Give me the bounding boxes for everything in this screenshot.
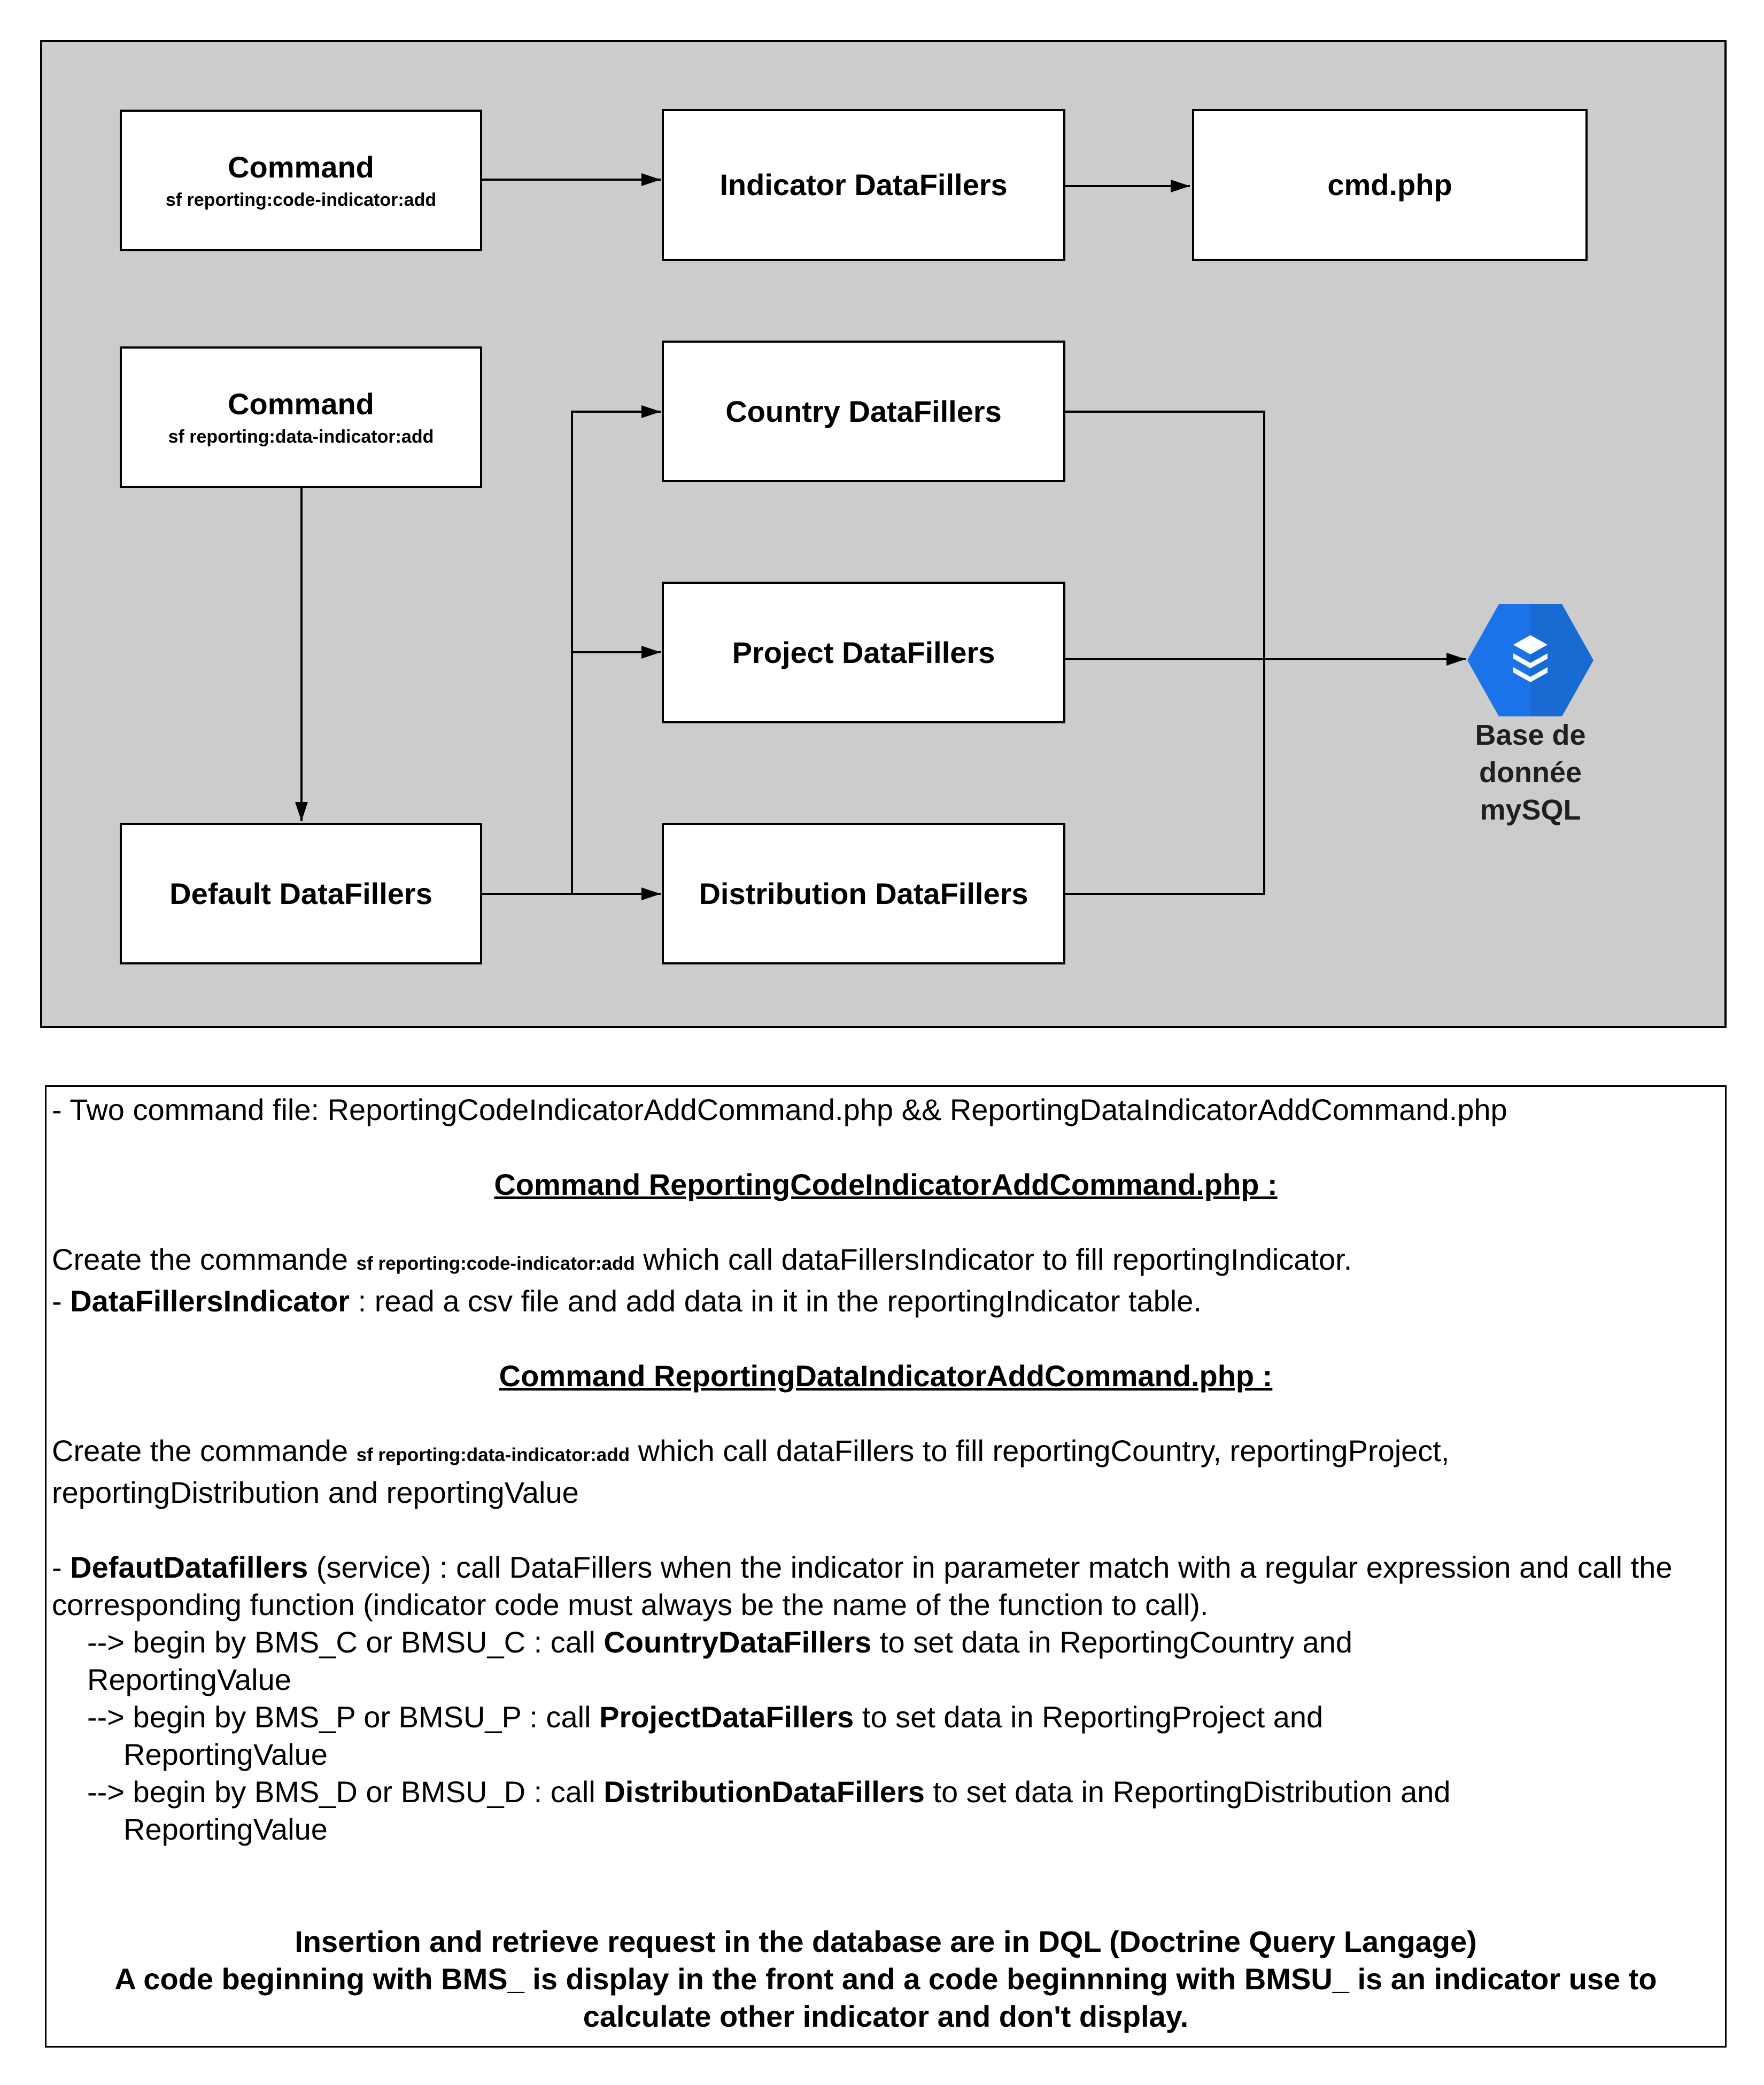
database-label-line: mySQL <box>1480 794 1581 826</box>
cmd-php-node: cmd.php <box>1192 109 1588 261</box>
notes-intro: - Two command file: ReportingCodeIndicat… <box>52 1093 1507 1126</box>
command-name: sf reporting:code-indicator:add <box>356 1253 635 1274</box>
node-title: Default DataFillers <box>169 876 432 910</box>
command-code-indicator-node: Command sf reporting:code-indicator:add <box>120 110 482 251</box>
edge-country-to-database <box>1065 411 1265 895</box>
database-label: Base de donnée mySQL <box>1443 716 1618 829</box>
node-title: Indicator DataFillers <box>719 168 1008 202</box>
default-datafillers-node: Default DataFillers <box>120 823 482 964</box>
conclusion-codes: A code beginning with BMS_ is display in… <box>114 1962 1657 2033</box>
term-default-datafillers: DefautDatafillers <box>70 1550 308 1584</box>
bullet-distribution-cont: ReportingValue <box>123 1812 328 1846</box>
bullet-country-cont: ReportingValue <box>87 1663 291 1696</box>
bullet-project-cont: ReportingValue <box>123 1738 328 1771</box>
section-heading-data-indicator: Command ReportingDataIndicatorAddCommand… <box>499 1359 1273 1393</box>
node-subtitle: sf reporting:data-indicator:add <box>168 427 434 447</box>
section-heading-code-indicator: Command ReportingCodeIndicatorAddCommand… <box>494 1168 1278 1201</box>
notes-panel: - Two command file: ReportingCodeIndicat… <box>45 1085 1727 2048</box>
bullet-country: --> begin by BMS_C or BMSU_C : call Coun… <box>87 1625 1352 1659</box>
indicator-datafillers-node: Indicator DataFillers <box>662 109 1065 261</box>
database-label-line: Base de <box>1475 719 1586 751</box>
term-datafillers-indicator: DataFillersIndicator <box>70 1284 350 1318</box>
country-datafillers-node: Country DataFillers <box>662 341 1065 482</box>
node-subtitle: sf reporting:code-indicator:add <box>165 190 437 210</box>
node-title: Command <box>228 150 374 184</box>
edge-default-to-country <box>571 405 661 894</box>
paragraph-datafillers-indicator: - DataFillersIndicator : read a csv file… <box>52 1284 1202 1318</box>
node-title: cmd.php <box>1327 168 1452 202</box>
command-name: sf reporting:data-indicator:add <box>356 1445 630 1465</box>
paragraph-create-data-command: Create the commande sf reporting:data-in… <box>52 1434 1450 1509</box>
database-layers-icon <box>1467 604 1593 716</box>
node-title: Country DataFillers <box>725 394 1002 428</box>
bullet-project: --> begin by BMS_P or BMSU_P : call Proj… <box>87 1700 1324 1734</box>
bullet-distribution: --> begin by BMS_D or BMSU_D : call Dist… <box>87 1775 1451 1809</box>
paragraph-default-datafillers: - DefautDatafillers (service) : call Dat… <box>52 1550 1673 1621</box>
node-title: Command <box>228 387 374 421</box>
distribution-datafillers-node: Distribution DataFillers <box>662 823 1065 964</box>
database-label-line: donnée <box>1479 756 1582 789</box>
connector-layer <box>295 173 1466 900</box>
node-title: Project DataFillers <box>732 635 995 669</box>
node-title: Distribution DataFillers <box>699 876 1028 910</box>
command-data-indicator-node: Command sf reporting:data-indicator:add <box>120 346 482 488</box>
paragraph-create-code-command: Create the commande sf reporting:code-in… <box>52 1242 1352 1276</box>
project-datafillers-node: Project DataFillers <box>662 582 1065 723</box>
conclusion-dql: Insertion and retrieve request in the da… <box>295 1925 1477 1958</box>
